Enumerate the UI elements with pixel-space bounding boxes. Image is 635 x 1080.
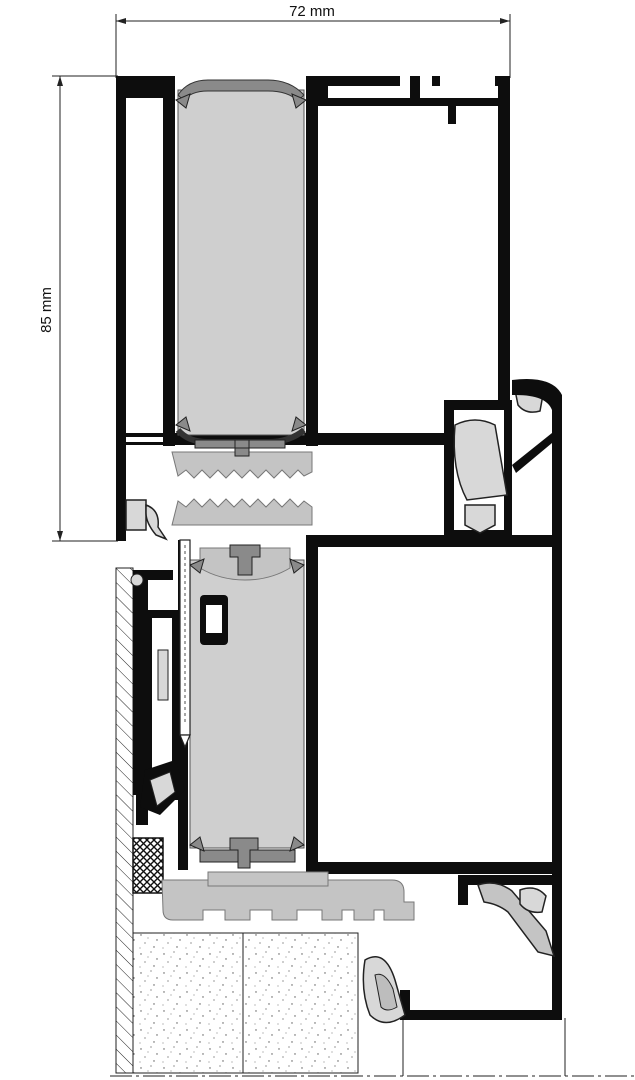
hinge-assembly [130,570,228,825]
wall-crosshatch-seal [132,837,164,894]
bottom-sill-gasket [161,879,415,921]
left-clip-seal [125,499,147,531]
upper-sash-profile [116,76,512,541]
bottom-sill-top [207,871,329,887]
threshold-seal-inner [374,973,398,1011]
lower-top-t-clip [229,544,261,576]
height-dimension [52,75,118,542]
lower-corner-wedges [189,558,305,852]
concrete-block-right [242,932,359,1074]
upper-corner-wedges [175,93,307,432]
width-dimension-label: 72 mm [289,3,335,20]
right-upper-seal-tab [464,504,496,534]
upper-sash-clip [194,439,286,457]
height-dimension-label: 85 mm [38,287,55,333]
lower-serrated-gasket [171,498,313,526]
upper-serrated-gasket [171,451,313,479]
lower-right-lip-seal [477,882,556,958]
width-dimension [115,14,511,78]
lower-bottom-t-clip [229,837,259,869]
concrete-block-left [132,932,244,1074]
outer-frame-diagonal [512,433,552,473]
upper-glass-pane [177,89,305,436]
fixing-pin [179,539,191,749]
outer-frame-right-upper [512,379,562,540]
right-upper-lip-seal [453,419,508,501]
wall-hatch [115,567,134,1074]
left-lip-seal [145,503,168,541]
lower-right-small-seal [519,887,547,914]
lower-outer-frame [400,875,562,1020]
